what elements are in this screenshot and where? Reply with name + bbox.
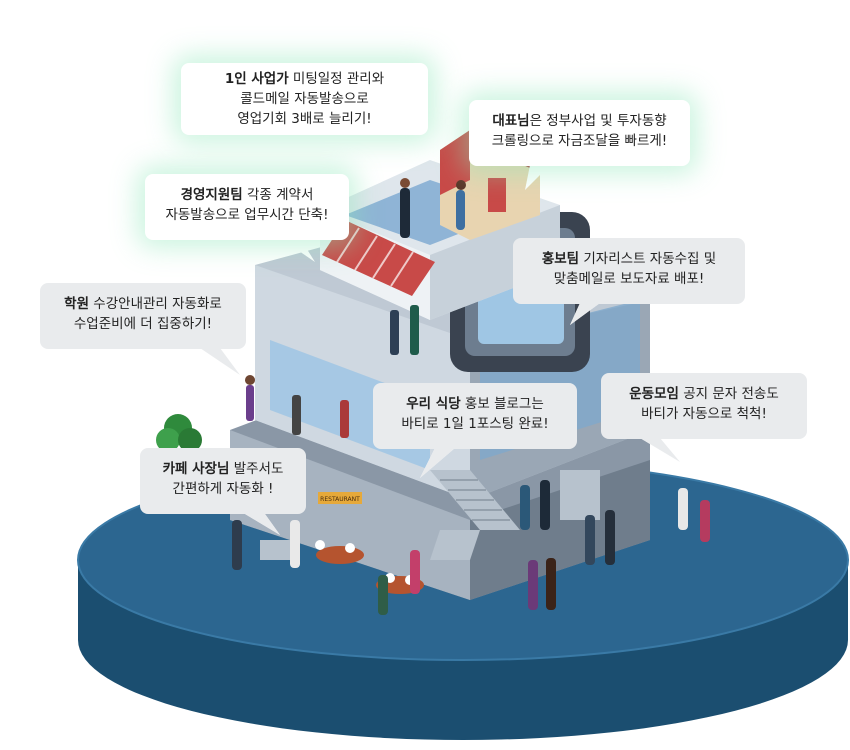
bubble-ceo-text1: 은 정부사업 및 투자동향 bbox=[529, 113, 667, 129]
bubble-club-bold: 운동모임 bbox=[629, 386, 679, 402]
restaurant-sign-text: RESTAURANT bbox=[320, 496, 360, 503]
bubble-club-text1: 공지 문자 전송도 bbox=[678, 386, 779, 402]
bubble-cafe-bold: 카페 사장님 bbox=[162, 461, 230, 477]
bubble-ceo: 대표님은 정부사업 및 투자동향 크롤링으로 자금조달을 빠르게! bbox=[469, 100, 690, 166]
bubble-academy-text1: 수강안내관리 자동화로 bbox=[89, 296, 222, 312]
bubble-solo-text2: 콜드메일 자동발송으로 bbox=[240, 91, 369, 107]
bubble-cafe-text1: 발주서도 bbox=[229, 461, 284, 477]
bubble-solo-bold: 1인 사업가 bbox=[224, 71, 289, 87]
bubble-pr-team: 홍보팀 기자리스트 자동수집 및 맞춤메일로 보도자료 배포! bbox=[513, 238, 745, 304]
bubble-pr-text1: 기자리스트 자동수집 및 bbox=[579, 251, 717, 267]
red-awning bbox=[322, 220, 435, 296]
bubble-admin-text1: 각종 계약서 bbox=[242, 187, 314, 203]
bubble-sports-club: 운동모임 공지 문자 전송도 바티가 자동으로 척척! bbox=[601, 373, 807, 439]
bubble-pr-text2: 맞춤메일로 보도자료 배포! bbox=[553, 271, 705, 287]
bubble-cafe-owner: 카페 사장님 발주서도 간편하게 자동화 ! bbox=[140, 448, 306, 514]
bubble-club-text2: 바티가 자동으로 척척! bbox=[641, 406, 767, 422]
restaurant-sign bbox=[318, 492, 362, 504]
bubble-restaurant-text2: 바티로 1일 1포스팅 완료! bbox=[401, 416, 549, 432]
bubble-admin-team: 경영지원팀 각종 계약서 자동발송으로 업무시간 단축! bbox=[145, 174, 349, 240]
bubble-restaurant-bold: 우리 식당 bbox=[406, 396, 461, 412]
people bbox=[232, 178, 710, 615]
bubble-ceo-bold: 대표님 bbox=[492, 113, 530, 129]
bubble-admin-bold: 경영지원팀 bbox=[180, 187, 243, 203]
bubble-solo-text3: 영업기회 3배로 늘리기! bbox=[237, 111, 372, 127]
bubble-tails-grey bbox=[200, 303, 680, 535]
bubble-academy-text2: 수업준비에 더 집중하기! bbox=[73, 316, 213, 332]
bubble-cafe-text2: 간편하게 자동화 ! bbox=[172, 481, 274, 497]
bubble-academy: 학원 수강안내관리 자동화로 수업준비에 더 집중하기! bbox=[40, 283, 246, 349]
bubble-academy-bold: 학원 bbox=[64, 296, 90, 312]
bubble-pr-bold: 홍보팀 bbox=[541, 251, 580, 267]
bubble-restaurant-text1: 홍보 블로그는 bbox=[460, 396, 544, 412]
bubble-solo-text1: 미팅일정 관리와 bbox=[288, 71, 385, 87]
bubble-restaurant: 우리 식당 홍보 블로그는 바티로 1일 1포스팅 완료! bbox=[373, 383, 577, 449]
bubble-ceo-text2: 크롤링으로 자금조달을 빠르게! bbox=[491, 133, 668, 149]
bush bbox=[156, 414, 202, 452]
bubble-admin-text2: 자동발송으로 업무시간 단축! bbox=[165, 207, 329, 223]
bubble-solo-entrepreneur: 1인 사업가 미팅일정 관리와 콜드메일 자동발송으로 영업기회 3배로 늘리기… bbox=[181, 63, 428, 135]
